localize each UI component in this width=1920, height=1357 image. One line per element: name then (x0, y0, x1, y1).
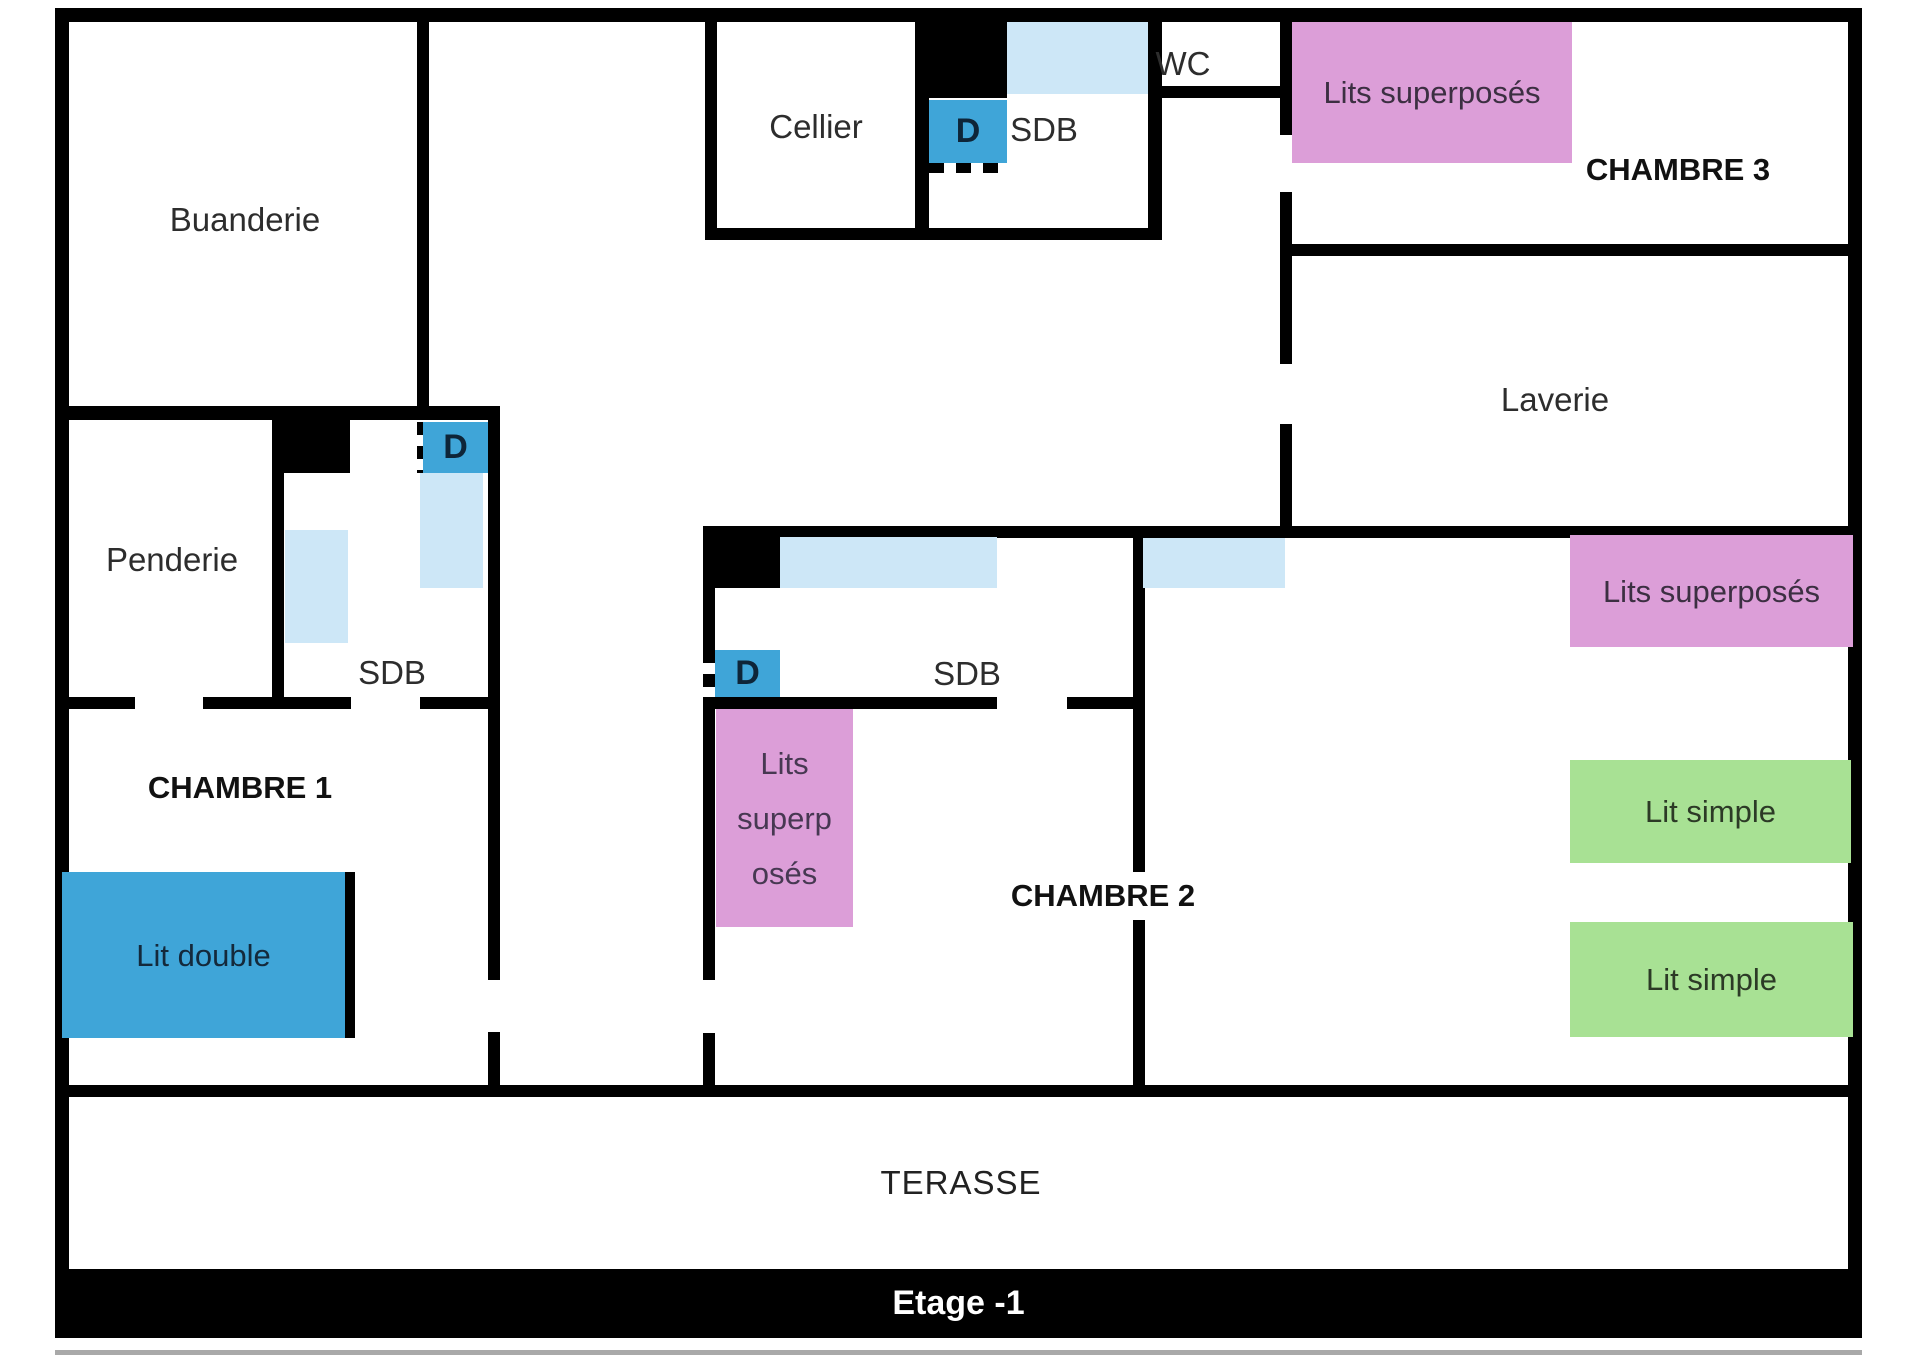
wall (55, 697, 135, 709)
furniture-label: Lits superposés (1602, 573, 1821, 609)
wall (1848, 8, 1862, 1338)
wall (55, 406, 500, 420)
wall (1280, 20, 1292, 135)
water-fixture-zone (1007, 22, 1148, 94)
room-label: SDB (1010, 111, 1078, 148)
stair-block (929, 22, 1007, 98)
furniture-label: Lit double (136, 937, 271, 973)
wall (488, 1032, 500, 1090)
door-swing-dashes (703, 650, 715, 697)
wall (203, 697, 351, 709)
furniture-label: Lit simple (1646, 962, 1777, 997)
water-fixture-zone (420, 473, 483, 588)
door-letter: D (443, 428, 468, 466)
wall (55, 8, 69, 1338)
furniture-label: Lits (760, 745, 809, 781)
room-label: CHAMBRE 2 (1010, 878, 1196, 913)
floor-level-label: Etage -1 (892, 1284, 1025, 1322)
water-fixture-zone (780, 537, 997, 588)
wall (55, 8, 1862, 22)
bunk-beds-center: Lits superp osés (716, 709, 853, 927)
door-swing-dashes (417, 422, 428, 473)
single-bed-2: Lit simple (1570, 922, 1853, 1037)
wall (703, 1033, 715, 1090)
wall (1067, 697, 1133, 709)
door-letter: D (955, 112, 981, 150)
bunk-beds-top-right: Lits superposés (1292, 22, 1572, 163)
door-marker: D (929, 100, 1007, 163)
wall (915, 20, 929, 240)
wall (705, 697, 997, 709)
room-label: Cellier (769, 108, 863, 145)
wall (705, 20, 717, 240)
wall (1280, 192, 1292, 364)
bed-lit-double: Lit double (62, 872, 355, 1038)
wall (55, 1085, 1862, 1097)
door-swing-dashes (929, 163, 1007, 173)
furniture-label: osés (751, 855, 818, 891)
furniture-label: Lit simple (1645, 794, 1776, 829)
room-label: Laverie (1500, 381, 1610, 418)
door-letter: D (735, 654, 760, 692)
stair-block (705, 530, 780, 588)
wall (703, 531, 715, 980)
room-label: Penderie (105, 541, 239, 578)
door-marker: D (715, 650, 780, 697)
wall (420, 697, 500, 709)
wall (417, 8, 429, 420)
wall (1133, 920, 1145, 1090)
door-marker: D (423, 422, 488, 473)
terasse-label: TERASSE (880, 1164, 1042, 1201)
wall (705, 228, 1162, 240)
wall (272, 420, 284, 705)
furniture-label: superp (737, 800, 832, 836)
water-fixture-zone (285, 530, 348, 643)
floor-level-bar: Etage -1 (55, 1269, 1862, 1338)
wall (1148, 20, 1162, 240)
wall (1286, 244, 1862, 256)
room-label: WC (1155, 45, 1211, 82)
room-label: CHAMBRE 3 (1585, 152, 1771, 187)
room-label: SDB (358, 654, 426, 691)
room-label: SDB (933, 655, 1001, 692)
room-label: CHAMBRE 1 (147, 770, 333, 805)
single-bed-1: Lit simple (1570, 760, 1851, 863)
wall (1280, 424, 1292, 536)
bunk-beds-right: Lits superposés (1570, 535, 1853, 647)
furniture-label: Lits superposés (1323, 75, 1541, 110)
wall (1148, 86, 1292, 98)
bottom-edge-line (55, 1350, 1862, 1355)
room-label: Buanderie (169, 201, 321, 238)
wall (1133, 538, 1145, 872)
water-fixture-zone (1143, 538, 1285, 588)
wall (488, 420, 500, 980)
stair-block (273, 420, 350, 473)
